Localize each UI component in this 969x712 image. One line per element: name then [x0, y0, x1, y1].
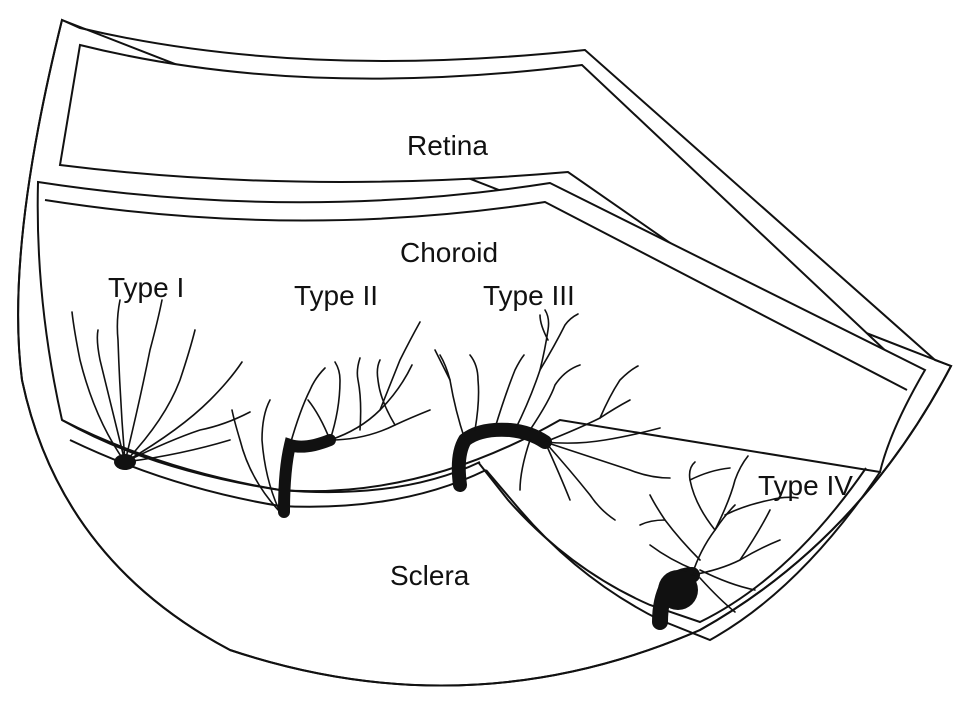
- sclera-label: Sclera: [390, 560, 470, 591]
- retina-label: Retina: [407, 130, 488, 161]
- type-i-label: Type I: [108, 272, 184, 303]
- type-ii-vessels: [231, 321, 431, 518]
- type-iv-label: Type IV: [758, 470, 853, 501]
- sclera-fold-inner: [477, 461, 867, 624]
- choroid-layer: [36, 180, 927, 493]
- retina-outer-band: [17, 18, 953, 687]
- choroid-inner-line: [44, 199, 908, 391]
- type-iii-vessels: [434, 309, 671, 521]
- type-i-blob: [114, 454, 136, 470]
- type-ii-label: Type II: [294, 280, 378, 311]
- type-iii-label: Type III: [483, 280, 575, 311]
- choroid-label: Choroid: [400, 237, 498, 268]
- type-i-vessels: [71, 299, 251, 463]
- type-iv-blob: [658, 570, 698, 610]
